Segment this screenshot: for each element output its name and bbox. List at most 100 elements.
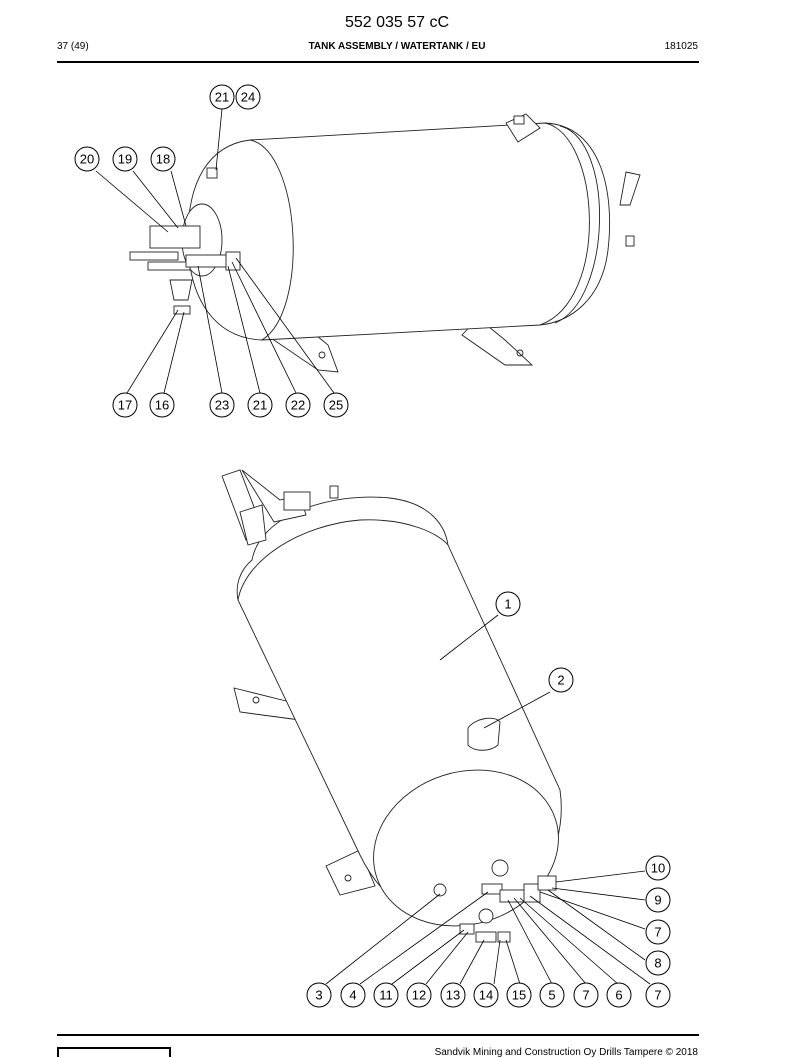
plug-3 xyxy=(433,883,447,897)
drain-fitting-16-17 xyxy=(173,305,191,315)
callout-bubble: 18 xyxy=(150,146,176,172)
callout-bubble: 20 xyxy=(74,146,100,172)
end-boss xyxy=(491,859,509,877)
tank-end-cap xyxy=(554,125,600,324)
callout-label: 25 xyxy=(329,398,343,413)
callout-bubble: 5 xyxy=(539,982,565,1008)
fitting-13-14 xyxy=(475,931,497,943)
callout-bubble: 4 xyxy=(340,982,366,1008)
callout-label: 6 xyxy=(615,988,622,1003)
callout-bubble: 13 xyxy=(440,982,466,1008)
callouts-top: 21 24 20 19 18 17 16 23 21 22 25 xyxy=(74,84,349,418)
callout-bubble: 7 xyxy=(573,982,599,1008)
callout-bubble: 3 xyxy=(306,982,332,1008)
callout-label: 7 xyxy=(654,988,661,1003)
callout-label: 7 xyxy=(582,988,589,1003)
callout-bubble: 1 xyxy=(495,591,521,617)
tank-seam-right xyxy=(539,122,590,326)
callout-bubble: 9 xyxy=(645,887,671,913)
fitting-11-12 xyxy=(459,923,475,935)
callout-label: 18 xyxy=(156,152,170,167)
fitting-15 xyxy=(497,931,511,943)
callout-label: 22 xyxy=(291,398,305,413)
callout-bubble: 14 xyxy=(473,982,499,1008)
leg-hole xyxy=(344,874,352,882)
tank-leg-right xyxy=(461,317,534,366)
coupling-22-25 xyxy=(225,251,241,271)
callout-bubble: 7 xyxy=(645,982,671,1008)
top-valve xyxy=(283,491,311,511)
callout-label: 10 xyxy=(651,861,665,876)
top-plug xyxy=(329,485,339,499)
callout-label: 3 xyxy=(315,988,322,1003)
callout-bubble: 19 xyxy=(112,146,138,172)
callout-label: 23 xyxy=(215,398,229,413)
fitting-21-24 xyxy=(206,167,218,179)
callout-bubble: 12 xyxy=(406,982,432,1008)
callout-label: 9 xyxy=(654,893,661,908)
side-plug xyxy=(625,235,635,247)
callout-label: 14 xyxy=(479,988,493,1003)
tank-seam-top xyxy=(237,519,449,601)
page-title: TANK ASSEMBLY / WATERTANK / EU xyxy=(308,41,486,52)
document-number: 552 035 57 cC xyxy=(344,14,450,31)
callout-bubble: 23 xyxy=(209,392,235,418)
revision-date: 181025 xyxy=(664,41,698,52)
callout-label: 4 xyxy=(349,988,356,1003)
callout-label: 7 xyxy=(654,925,661,940)
callout-label: 11 xyxy=(379,988,393,1003)
callout-label: 17 xyxy=(118,398,132,413)
valve-8-9-10 xyxy=(537,875,557,891)
callout-label: 19 xyxy=(118,152,132,167)
horizontal-tank-view xyxy=(129,113,641,373)
callout-label: 15 xyxy=(512,988,526,1003)
leg-hole xyxy=(516,349,524,357)
callout-label: 12 xyxy=(412,988,426,1003)
callout-bubble: 25 xyxy=(323,392,349,418)
callout-bubble: 24 xyxy=(235,84,261,110)
callout-label: 8 xyxy=(654,956,661,971)
footer-rule xyxy=(57,1034,699,1036)
vertical-tank-view xyxy=(221,469,562,943)
callout-bubble: 7 xyxy=(645,919,671,945)
callout-bubble: 6 xyxy=(606,982,632,1008)
callouts-bottom: 1 2 10 9 7 8 3 4 11 12 13 14 15 5 7 6 7 xyxy=(306,591,671,1008)
callout-label: 2 xyxy=(557,673,564,688)
callout-label: 21 xyxy=(215,90,229,105)
fitting-4 xyxy=(481,883,503,895)
callout-bubble: 17 xyxy=(112,392,138,418)
page-number: 37 (49) xyxy=(57,41,89,52)
callout-bubble: 21 xyxy=(247,392,273,418)
tank-shell xyxy=(187,122,611,341)
coupling-7 xyxy=(523,883,541,903)
end-boss-lower xyxy=(478,908,494,924)
callout-label: 13 xyxy=(446,988,460,1003)
leg-hole xyxy=(252,696,260,704)
callout-bubble: 22 xyxy=(285,392,311,418)
callout-label: 16 xyxy=(155,398,169,413)
side-fitting-2 xyxy=(467,717,501,751)
drain-valve xyxy=(169,279,193,301)
callout-bubble: 21 xyxy=(209,84,235,110)
callout-label: 21 xyxy=(253,398,267,413)
leader-lines xyxy=(95,108,651,985)
top-coupling xyxy=(239,504,267,546)
callout-label: 5 xyxy=(548,988,555,1003)
callout-bubble: 11 xyxy=(373,982,399,1008)
callout-label: 1 xyxy=(504,597,511,612)
callout-label: 24 xyxy=(241,90,255,105)
valve-pipe xyxy=(129,251,179,261)
callout-bubble: 16 xyxy=(149,392,175,418)
tank-seam-left xyxy=(249,139,294,341)
valve-pipe-lower xyxy=(147,261,191,271)
callout-bubble: 2 xyxy=(548,667,574,693)
callout-label: 20 xyxy=(80,152,94,167)
header-rule xyxy=(57,61,699,63)
sandvik-logo xyxy=(57,1047,171,1057)
tank-top-plug xyxy=(513,115,525,125)
callout-bubble: 15 xyxy=(506,982,532,1008)
leg-hole xyxy=(318,351,326,359)
side-bracket xyxy=(619,171,641,206)
valve-body xyxy=(149,225,201,249)
